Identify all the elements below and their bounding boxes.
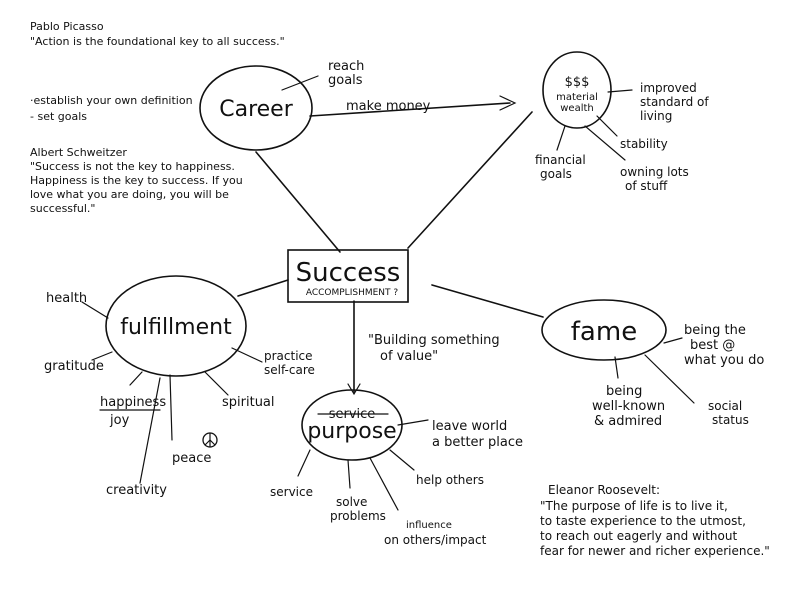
node-shapes: [105, 51, 667, 461]
line-f-health: [81, 301, 109, 319]
picasso-name: Pablo Picasso: [30, 20, 104, 33]
arrowhead-purpose: [347, 383, 361, 396]
schweitzer-line-3: love what you are doing, you will be: [30, 188, 229, 201]
wealth-symbols: $$$: [565, 75, 590, 90]
line-success-fulfillment: [237, 279, 289, 297]
joy-label: joy: [109, 413, 130, 428]
line-fame-wellknown: [614, 356, 619, 379]
line-career-success: [255, 151, 341, 253]
financial-line2: goals: [540, 167, 572, 181]
peace-icon: [202, 432, 218, 448]
line-wealth-financial: [556, 125, 566, 151]
arrowhead-wealth: [499, 95, 517, 111]
solve-line1: solve: [336, 495, 367, 509]
line-p-leave: [397, 419, 429, 426]
line-p-solve: [347, 459, 351, 489]
fulfillment-ellipse: [105, 275, 247, 377]
purpose-ellipse: [301, 389, 403, 461]
success-title: Success: [296, 258, 401, 288]
solve-line2: problems: [330, 509, 386, 523]
creativity-label: creativity: [106, 483, 167, 498]
building-line1: "Building something: [368, 333, 500, 348]
line-p-help: [389, 449, 415, 471]
schweitzer-name: Albert Schweitzer: [30, 146, 127, 159]
owning-line2: of stuff: [625, 179, 668, 193]
happiness-label: happiness: [100, 395, 166, 410]
success-subtitle: ACCOMPLISHMENT ?: [306, 288, 399, 298]
line-p-service: [297, 449, 311, 477]
wellknown-line3: & admired: [594, 414, 662, 429]
social-line1: social: [708, 399, 742, 413]
roosevelt-line-4: fear for newer and richer experience.": [540, 544, 770, 558]
wealth-line2: wealth: [560, 103, 594, 114]
best-line3: what you do: [684, 353, 764, 368]
leave-line2: a better place: [432, 435, 523, 450]
line-success-wealth: [407, 111, 533, 249]
picasso-quote: "Action is the foundational key to all s…: [30, 35, 285, 48]
line-success-fame: [431, 284, 544, 318]
reach-goals-line1: reach: [328, 59, 364, 74]
improved-line1: improved: [640, 81, 697, 95]
influence-line2: on others/impact: [384, 533, 487, 547]
stability-label: stability: [620, 137, 668, 151]
financial-line1: financial: [535, 153, 586, 167]
wellknown-line2: well-known: [592, 399, 665, 414]
line-fame-social: [644, 354, 695, 404]
owning-line1: owning lots: [620, 165, 689, 179]
connector-lines: [81, 75, 695, 511]
leave-line1: leave world: [432, 419, 507, 434]
fame-ellipse: [541, 299, 667, 361]
social-line2: status: [712, 413, 749, 427]
roosevelt-line-1: "The purpose of life is to live it,: [540, 499, 728, 513]
influence-line1: influence: [406, 520, 452, 531]
line-f-spiritual: [204, 371, 229, 396]
gratitude-label: gratitude: [44, 359, 104, 374]
line-f-selfcare: [231, 347, 263, 363]
help-label: help others: [416, 473, 484, 487]
line-p-influence: [369, 457, 399, 511]
spiritual-label: spiritual: [222, 395, 275, 410]
service-branch-label: service: [270, 485, 313, 499]
career-ellipse: [199, 65, 313, 151]
line-f-happiness: [129, 371, 143, 386]
schweitzer-line-4: successful.": [30, 202, 95, 215]
fulfillment-label: fulfillment: [120, 315, 232, 340]
schweitzer-line-2: Happiness is the key to success. If you: [30, 174, 243, 187]
wellknown-line1: being: [606, 384, 642, 399]
improved-line3: living: [640, 109, 672, 123]
wealth-ellipse: [542, 51, 612, 129]
selfcare-line1: practice: [264, 349, 313, 363]
selfcare-line2: self-care: [264, 363, 315, 377]
definition-note-1: ·establish your own definition: [30, 94, 193, 107]
building-line2: of value": [380, 349, 438, 364]
make-money-label: make money: [346, 99, 431, 114]
schweitzer-line-1: "Success is not the key to happiness.: [30, 160, 235, 173]
wealth-line1: material: [556, 92, 598, 103]
best-line1: being the: [684, 323, 746, 338]
career-label: Career: [219, 97, 293, 122]
line-f-gratitude: [91, 351, 113, 361]
definition-note-2: - set goals: [30, 110, 87, 123]
line-wealth-improved: [607, 89, 633, 93]
roosevelt-name: Eleanor Roosevelt:: [548, 483, 660, 497]
line-wealth-stability: [596, 115, 618, 137]
line-fame-best: [663, 337, 683, 344]
line-wealth-owning: [584, 125, 626, 161]
line-career-wealth: [309, 102, 511, 117]
improved-line2: standard of: [640, 95, 709, 109]
best-line2: best @: [690, 338, 735, 353]
roosevelt-line-2: to taste experience to the utmost,: [540, 514, 746, 528]
fame-label: fame: [571, 317, 637, 347]
peace-label: peace: [172, 451, 211, 466]
purpose-label: purpose: [307, 419, 396, 444]
line-f-peace: [169, 374, 173, 441]
health-label: health: [46, 291, 87, 306]
roosevelt-line-3: to reach out eagerly and without: [540, 529, 737, 543]
reach-goals-line2: goals: [328, 73, 363, 88]
line-f-creativity: [139, 377, 161, 484]
